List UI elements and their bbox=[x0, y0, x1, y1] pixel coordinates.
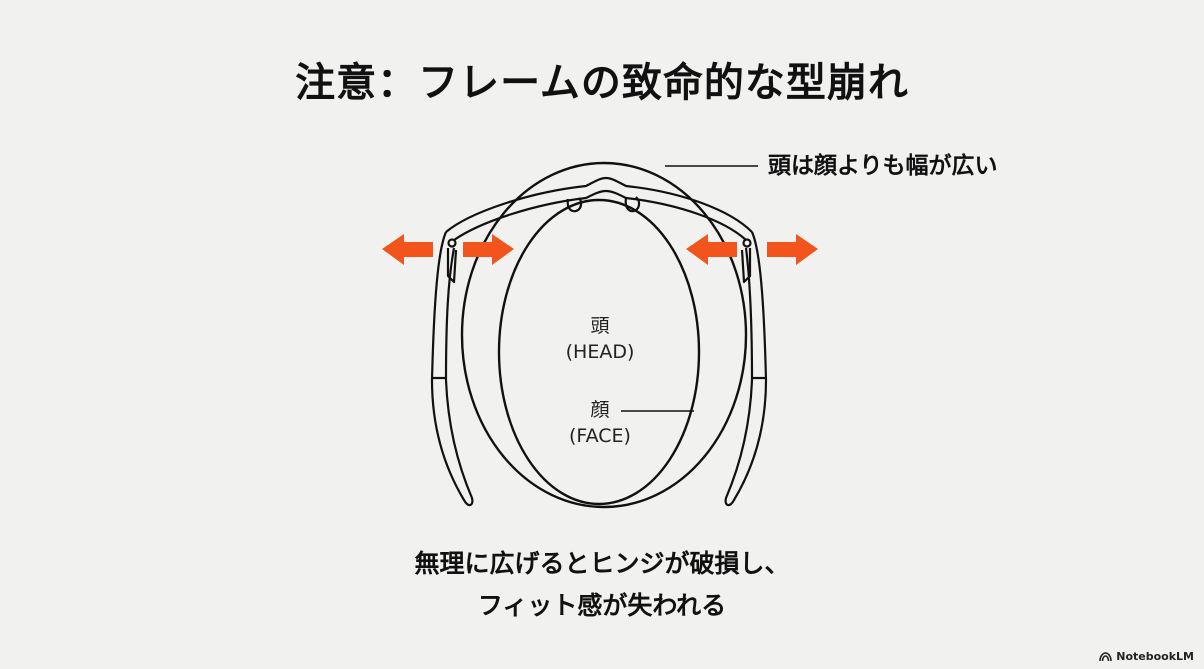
left-temple-arm bbox=[430, 231, 474, 507]
caption-line-1: 無理に広げるとヒンジが破損し、 bbox=[414, 549, 790, 578]
page-title: 注意：フレームの致命的な型崩れ bbox=[295, 60, 909, 106]
warning-caption: 無理に広げるとヒンジが破損し、 フィット感が失われる bbox=[0, 543, 1204, 627]
arrow-right-icon bbox=[767, 234, 818, 265]
right-hinge-arrows bbox=[686, 234, 818, 265]
head-label-en: (HEAD) bbox=[565, 341, 635, 363]
face-outline bbox=[497, 198, 701, 506]
arrow-left-icon bbox=[382, 234, 433, 265]
head-width-callout: 頭は顔よりも幅が広い bbox=[768, 153, 998, 179]
face-label-jp: 顔 bbox=[590, 399, 610, 421]
caption-line-2: フィット感が失われる bbox=[477, 591, 727, 620]
face-label: 顔 (FACE) bbox=[545, 397, 655, 449]
head-label: 頭 (HEAD) bbox=[545, 313, 655, 365]
left-hinge-arrows bbox=[382, 234, 514, 265]
glasses-frame bbox=[445, 176, 753, 241]
arrow-left-icon bbox=[686, 234, 737, 265]
notebooklm-brand: NotebookLM bbox=[1099, 650, 1194, 663]
face-label-en: (FACE) bbox=[569, 425, 631, 447]
arrow-right-icon bbox=[463, 234, 514, 265]
brand-text: NotebookLM bbox=[1116, 650, 1194, 663]
head-label-jp: 頭 bbox=[590, 315, 610, 337]
notebooklm-logo-icon bbox=[1099, 651, 1113, 661]
right-temple-arm bbox=[724, 231, 768, 507]
head-outline bbox=[460, 161, 748, 509]
